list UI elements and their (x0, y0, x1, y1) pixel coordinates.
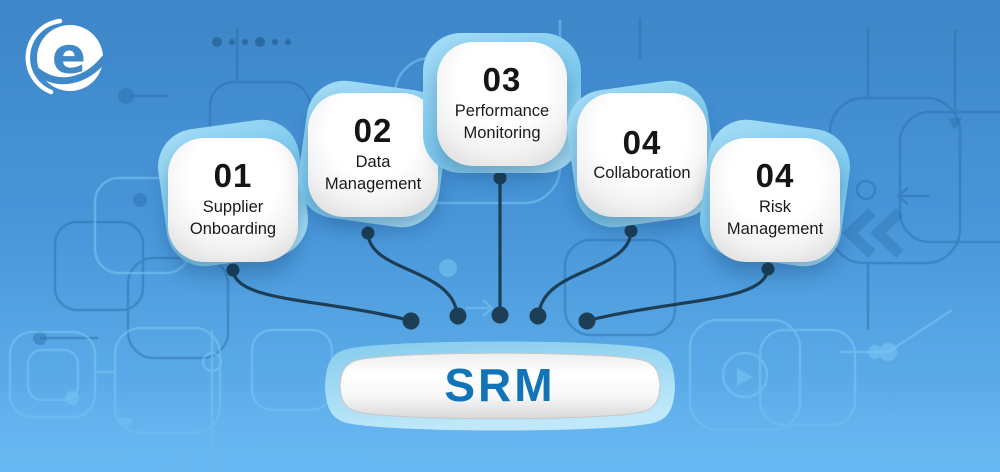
card-label: Data Management (324, 153, 422, 194)
play-triangle-icon (737, 368, 753, 386)
card-performance-monitoring: 03 Performance Monitoring (423, 33, 581, 173)
bottom-fade (0, 382, 1000, 472)
card-number: 04 (755, 157, 795, 195)
connector-risk-management (588, 267, 770, 322)
card-number: 01 (213, 157, 253, 195)
card-number: 02 (353, 112, 393, 150)
card-face: 03 Performance Monitoring (437, 42, 567, 166)
logo-letter: e (52, 27, 86, 85)
e-globe-icon: e (25, 18, 108, 95)
connector-supplier-onboarding (231, 268, 410, 322)
connector-collaboration (537, 229, 633, 316)
card-label: Performance Monitoring (454, 102, 550, 143)
dot-row (212, 37, 291, 47)
brand-logo: e (24, 16, 108, 100)
card-label: Collaboration (593, 164, 691, 183)
card-collaboration: 04 Collaboration (562, 75, 722, 233)
card-face: 04 Collaboration (577, 93, 707, 217)
double-chevron-left-icon (842, 208, 904, 258)
card-label: Supplier Onboarding (189, 198, 277, 239)
arrow-right-icon (466, 299, 494, 317)
card-risk-management: 04 Risk Management (695, 114, 855, 272)
card-face: 01 Supplier Onboarding (168, 138, 298, 262)
connector-data-management (366, 231, 459, 316)
arrow-up-icon (174, 453, 190, 466)
card-supplier-onboarding: 01 Supplier Onboarding (153, 114, 313, 272)
srm-label: SRM (444, 359, 556, 411)
card-number: 03 (482, 61, 522, 99)
card-data-management: 02 Data Management (293, 75, 453, 233)
card-number: 04 (622, 123, 662, 161)
card-face: 04 Risk Management (710, 138, 840, 262)
card-face: 02 Data Management (308, 93, 438, 217)
card-label: Risk Management (726, 198, 824, 239)
arrow-down-icon (948, 118, 962, 130)
arrow-down-icon (118, 418, 134, 431)
